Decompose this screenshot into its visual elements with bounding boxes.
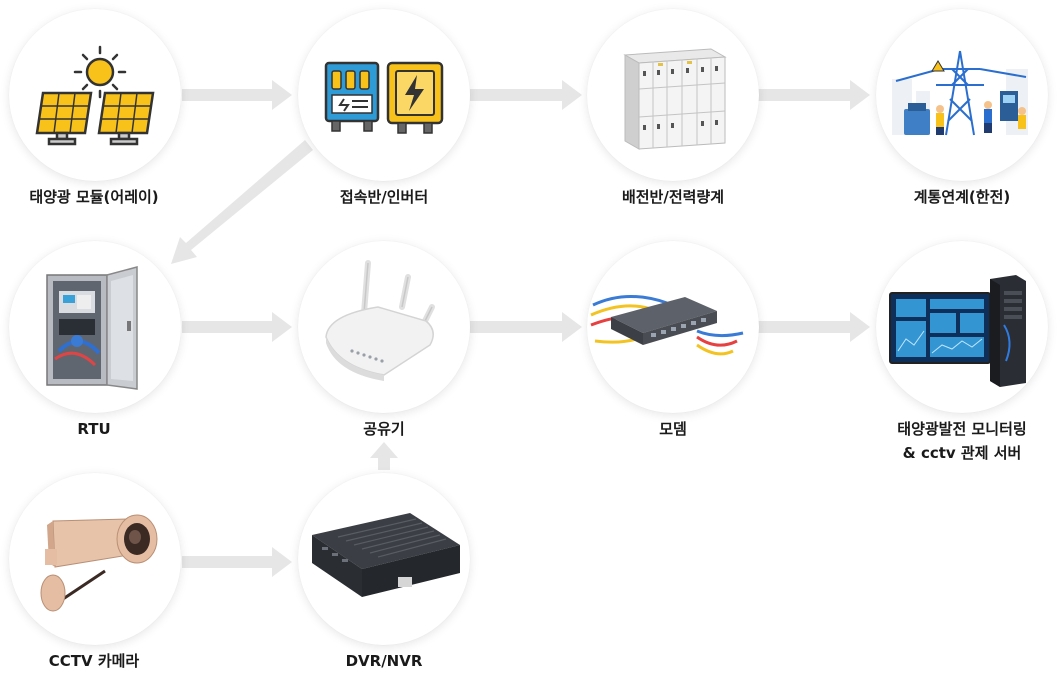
router-icon (325, 260, 435, 381)
node-dvr (298, 473, 470, 645)
node-cctv (9, 473, 181, 645)
cctv-camera-icon (40, 514, 158, 612)
node-grid (876, 9, 1048, 181)
arrow-dvr-to-router (370, 442, 398, 470)
arrow-modem-to-server (758, 312, 870, 342)
label-grid: 계통연계(한전) (913, 188, 1011, 206)
solar-panel-icon (35, 45, 155, 146)
arrow-rtu-to-router (182, 312, 292, 342)
node-solar (9, 9, 181, 181)
label-distribution: 배전반/전력량계 (621, 188, 725, 206)
rtu-cabinet-icon (46, 266, 138, 390)
label-server: 태양광발전 모니터링 & cctv 관제 서버 (897, 420, 1027, 462)
label-dvr: DVR/NVR (345, 652, 423, 670)
label-cctv: CCTV 카메라 (48, 652, 140, 670)
arrow-router-to-modem (470, 312, 582, 342)
label-solar: 태양광 모듈(어레이) (29, 188, 159, 206)
node-distribution (587, 9, 759, 181)
distribution-panel-icon (623, 48, 727, 150)
node-junction (298, 9, 470, 181)
arrow-junction-to-rtu (171, 140, 313, 264)
monitoring-server-icon (889, 275, 1026, 387)
label-router: 공유기 (363, 420, 405, 438)
node-modem (587, 241, 759, 413)
node-server (876, 241, 1048, 413)
label-junction: 접속반/인버터 (339, 188, 429, 206)
node-rtu (9, 241, 181, 413)
junction-box-inverter-icon (324, 61, 444, 134)
node-router (298, 241, 470, 413)
arrow-distribution-to-grid (758, 80, 870, 110)
arrow-cctv-to-dvr (182, 547, 292, 577)
arrow-solar-to-junction (182, 80, 292, 110)
label-rtu: RTU (77, 420, 111, 438)
arrow-junction-to-distribution (470, 80, 582, 110)
modem-switch-icon (590, 294, 744, 356)
label-modem: 모뎀 (659, 420, 687, 438)
power-grid-icon (892, 50, 1028, 136)
dvr-recorder-icon (312, 513, 460, 597)
